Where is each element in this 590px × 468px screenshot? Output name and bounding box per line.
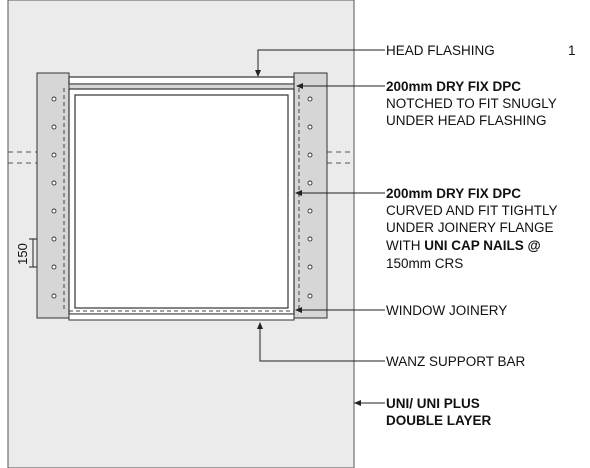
label-window-joinery: WINDOW JOINERY bbox=[386, 303, 508, 318]
arrow-membrane bbox=[354, 400, 361, 406]
head-flashing bbox=[68, 76, 295, 85]
support-bar bbox=[68, 313, 295, 321]
cap-nail bbox=[51, 152, 57, 158]
membrane-lap-left bbox=[8, 151, 37, 164]
arrow-support-bar bbox=[257, 322, 263, 329]
right-cap-nails bbox=[307, 96, 313, 299]
label-dpc-side-title: 200mm DRY FIX DPC bbox=[386, 186, 522, 201]
label-dpc-side-line3-bold: UNI CAP NAILS @ bbox=[424, 238, 541, 253]
label-support-bar: WANZ SUPPORT BAR bbox=[386, 354, 526, 369]
arrow-head-flashing bbox=[255, 70, 261, 77]
cap-nail bbox=[51, 180, 57, 186]
arrow-dpc-head bbox=[296, 83, 303, 89]
dimension-label: 150 bbox=[14, 243, 30, 265]
label-dpc-head-line2: UNDER HEAD FLASHING bbox=[386, 113, 547, 128]
cap-nail bbox=[307, 264, 313, 270]
leader-head-flashing bbox=[257, 49, 385, 76]
label-dpc-side-line2: UNDER JOINERY FLANGE bbox=[386, 220, 554, 235]
window-frame-inner bbox=[74, 94, 289, 309]
label-head-flashing: HEAD FLASHING bbox=[386, 43, 495, 58]
cap-nail bbox=[307, 236, 313, 242]
label-dpc-head-line1: NOTCHED TO FIT SNUGLY bbox=[386, 96, 557, 111]
cap-nail bbox=[307, 180, 313, 186]
label-membrane-line1: UNI/ UNI PLUS bbox=[386, 396, 480, 411]
figure-number: 1 bbox=[568, 43, 576, 58]
dimension-line bbox=[29, 238, 37, 268]
cap-nail bbox=[51, 293, 57, 299]
membrane-lap-right bbox=[327, 151, 354, 164]
cap-nail bbox=[51, 124, 57, 130]
cap-nail bbox=[307, 208, 313, 214]
head-dpc bbox=[68, 83, 295, 90]
cap-nail bbox=[51, 236, 57, 242]
label-dpc-head-title: 200mm DRY FIX DPC bbox=[386, 79, 522, 94]
label-dpc-side-line4: 150mm CRS bbox=[386, 256, 464, 271]
label-dpc-side-line1: CURVED AND FIT TIGHTLY bbox=[386, 203, 558, 218]
leader-support-bar bbox=[259, 323, 385, 362]
leader-arrowheads bbox=[255, 70, 361, 406]
leader-lines bbox=[257, 49, 385, 404]
left-cap-nails bbox=[51, 96, 57, 299]
cap-nail bbox=[307, 96, 313, 102]
cap-nail bbox=[307, 293, 313, 299]
label-dpc-side-line3-plain: WITH bbox=[386, 238, 425, 253]
cap-nail bbox=[307, 152, 313, 158]
cap-nail bbox=[307, 124, 313, 130]
label-membrane-line2: DOUBLE LAYER bbox=[386, 413, 492, 428]
cap-nail bbox=[51, 208, 57, 214]
arrow-dpc-side bbox=[295, 190, 302, 196]
cap-nail bbox=[51, 264, 57, 270]
cap-nail bbox=[51, 96, 57, 102]
arrow-window-joinery bbox=[295, 307, 302, 313]
label-dpc-side-line3: WITH UNI CAP NAILS @ bbox=[386, 238, 541, 254]
